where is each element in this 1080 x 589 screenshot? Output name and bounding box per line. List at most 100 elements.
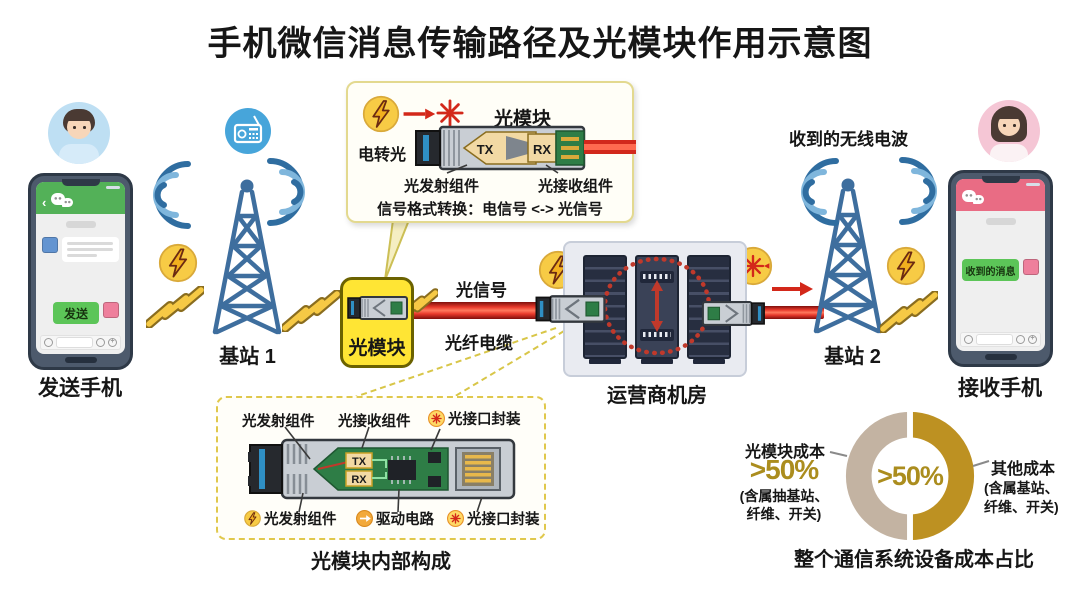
status-bar xyxy=(1026,183,1040,186)
emoji-icon xyxy=(96,338,105,347)
electric-signal-icon xyxy=(158,243,198,283)
signal-conversion-label: 信号格式转换：电信号 <-> 光信号 xyxy=(377,201,603,218)
donut-slice-other xyxy=(909,411,974,541)
emoji-icon xyxy=(1016,335,1025,344)
receiver-phone: 收到的消息 + xyxy=(948,170,1053,367)
wechat-screen: 收到的消息 + xyxy=(956,179,1045,351)
radio-icon xyxy=(225,108,271,154)
radio-waves-tower1-left xyxy=(153,161,191,229)
rx-label: RX xyxy=(351,474,367,486)
other-cost-note-1: (含属基站、 xyxy=(984,480,1059,496)
optical-module-icon xyxy=(347,296,408,320)
plus-icon: + xyxy=(1028,335,1037,344)
wechat-screen: ‹ 发送 + xyxy=(36,182,125,354)
plus-icon: + xyxy=(108,338,117,347)
optical-module-internals-inset: 光发射组件 光接收组件 光接口封装 xyxy=(216,396,546,540)
received-message-row xyxy=(36,237,125,262)
chat-input-bar: + xyxy=(960,332,1041,347)
received-waves-label: 收到的无线电波 xyxy=(789,130,908,149)
optical-module-drawing: TX RX xyxy=(415,125,636,171)
voice-icon xyxy=(44,338,53,347)
dashed-callout-line xyxy=(451,330,565,399)
network-switch xyxy=(640,271,674,283)
label-text: 光接口封装 xyxy=(448,412,521,428)
optical-port-top-label: 光接口封装 xyxy=(428,408,521,429)
optical-port-bottom-label: 光接口封装 xyxy=(447,508,540,529)
base-station-2-label: 基站 2 xyxy=(824,346,881,368)
sender-phone: ‹ 发送 + xyxy=(28,173,133,370)
tx-label: TX xyxy=(352,456,367,468)
receive-component-label: 光接收组件 xyxy=(538,178,614,195)
optical-module-plug-left xyxy=(535,295,606,323)
inset-pointer-wedge xyxy=(384,219,411,281)
received-message-bubble: 收到的消息 xyxy=(962,259,1019,281)
voice-icon xyxy=(964,335,973,344)
label-text: 光接收组件 xyxy=(338,414,411,430)
dashed-callout-line xyxy=(351,327,557,399)
radio-waves-tower1-right xyxy=(267,158,305,226)
contact-avatar xyxy=(42,237,58,253)
radio-waves-tower2-left xyxy=(801,158,839,226)
server-room-label: 运营商机房 xyxy=(607,385,707,407)
optical-signal-label: 光信号 xyxy=(456,281,507,300)
rx-label: RX xyxy=(533,142,551,157)
network-switch xyxy=(640,329,674,341)
lightning-bolt-icon xyxy=(880,291,938,333)
switch-highlight-ring xyxy=(602,256,712,356)
bolt-badge-icon xyxy=(244,510,261,527)
message-input xyxy=(56,337,93,348)
page-title: 手机微信消息传输路径及光模块作用示意图 xyxy=(207,25,873,63)
receive-component-top-label: 光接收组件 xyxy=(338,410,411,431)
receiver-avatar xyxy=(978,100,1040,162)
fiber-cable xyxy=(412,302,550,319)
phone-notch xyxy=(61,179,100,186)
inset-title: 光模块 xyxy=(494,109,552,130)
optical-module-internal-drawing: TX RX xyxy=(248,438,516,500)
module-cost-note-1: (含属抽基站、 xyxy=(739,488,829,504)
optical-module-box: 光模块 xyxy=(340,277,414,368)
bottom-inset-caption: 光模块内部构成 xyxy=(311,551,451,573)
transmit-component-label: 光发射组件 xyxy=(404,178,480,195)
self-avatar xyxy=(1023,259,1039,275)
donut-caption: 整个通信系统设备成本占比 xyxy=(794,549,1034,571)
donut-center-value: >50% xyxy=(877,461,944,491)
sent-message-row: 发送 xyxy=(36,302,125,324)
radio-waves-tower2-right xyxy=(899,157,937,225)
base-station-2-tower xyxy=(813,178,883,334)
status-bar xyxy=(106,186,120,189)
module-cost-note-2: 纤维、开关) xyxy=(746,506,822,522)
tx-label: TX xyxy=(477,142,494,157)
transmit-component-top-label: 光发射组件 xyxy=(242,410,315,431)
received-message-row: 收到的消息 xyxy=(956,259,1045,281)
label-text: 驱动电路 xyxy=(376,512,434,528)
phone-notch xyxy=(981,176,1020,183)
light-beam-to-tower2 xyxy=(756,306,824,319)
sent-message-bubble: 发送 xyxy=(53,302,99,324)
receiver-phone-label: 接收手机 xyxy=(958,377,1042,400)
fiber-cable-label: 光纤电缆 xyxy=(445,334,513,353)
other-cost-note-2: 纤维、开关) xyxy=(984,499,1059,515)
home-indicator xyxy=(64,357,97,363)
message-bubble xyxy=(62,237,119,262)
wechat-logo-icon xyxy=(962,190,985,205)
base-station-1-tower xyxy=(212,179,282,335)
home-indicator xyxy=(984,354,1017,360)
electric-signal-icon xyxy=(362,95,400,133)
lightning-bolt-icon xyxy=(146,286,204,328)
lightning-bolt-icon xyxy=(282,290,340,332)
label-text: 光接口封装 xyxy=(467,512,540,528)
optical-module-box-label: 光模块 xyxy=(348,338,406,359)
red-arrow-icon xyxy=(772,282,813,296)
burst-badge-icon xyxy=(447,510,464,527)
donut-slice-module xyxy=(846,411,911,541)
red-arrow-icon xyxy=(403,108,436,120)
cost-donut-chart xyxy=(846,408,974,544)
label-text: 光发射组件 xyxy=(264,512,337,528)
timestamp-pill xyxy=(985,218,1016,225)
label-text: 光发射组件 xyxy=(242,414,315,430)
transmit-component-bottom-label: 光发射组件 xyxy=(244,508,337,529)
arrow-badge-icon xyxy=(356,510,373,527)
light-burst-icon xyxy=(436,99,464,127)
timestamp-pill xyxy=(65,221,96,228)
